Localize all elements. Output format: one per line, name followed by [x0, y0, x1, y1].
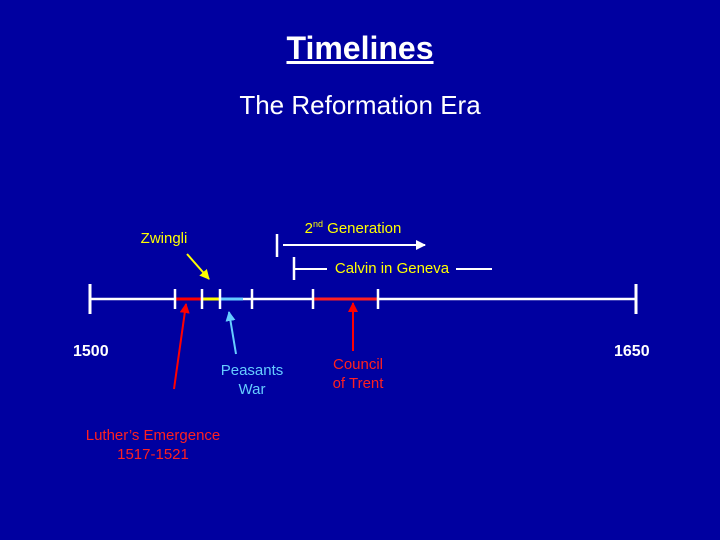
peasants-war-label: Peasants War: [220, 362, 284, 398]
second-generation-label: 2nd Generation: [304, 219, 402, 237]
council-of-trent-label: Council of Trent: [332, 356, 384, 392]
zwingli-arrow: [186, 253, 210, 280]
slide-title: Timelines: [286, 30, 434, 66]
end-year-label: 1650: [614, 343, 650, 360]
zwingli-label: Zwingli: [140, 230, 188, 247]
slide-subtitle: The Reformation Era: [239, 90, 481, 120]
luther-arrow: [173, 303, 190, 390]
start-year-label: 1500: [73, 343, 109, 360]
luthers-emergence-label: Luther’s Emergence 1517-1521: [85, 427, 221, 463]
peasants-war-arrow: [225, 311, 237, 355]
calvin-in-geneva-label: Calvin in Geneva: [334, 260, 450, 277]
